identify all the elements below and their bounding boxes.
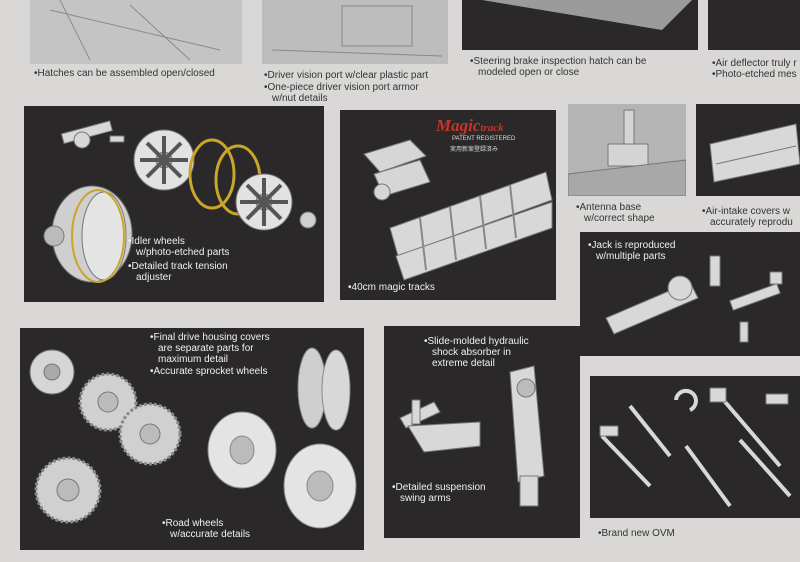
caption-shock-1: Slide-molded hydraulic — [424, 336, 529, 347]
logo-japanese: 実用新案登録済み — [450, 147, 499, 153]
caption-idler-1: Idler wheels — [128, 236, 185, 247]
panel-magic-tracks: Magictrack PATENT REGISTERED 実用新案登録済み 40… — [340, 110, 556, 300]
caption-sprocket: Accurate sprocket wheels — [150, 366, 268, 377]
track-links-illustration — [363, 139, 553, 281]
panel-final-drive: Final drive housing covers are separate … — [20, 328, 364, 550]
photo-steering-hatch — [462, 0, 698, 50]
caption-idler-3: Detailed track tension — [128, 261, 228, 272]
caption-jack-1: Jack is reproduced — [588, 240, 676, 251]
caption-jack-2: w/multiple parts — [596, 251, 666, 262]
jack-illustration — [605, 255, 783, 343]
suspension-illustration — [399, 365, 545, 507]
caption-antenna-1: Antenna base — [576, 202, 642, 213]
caption-driver-port-2: One-piece driver vision port armor — [264, 82, 419, 93]
panel-shock-absorber: Slide-molded hydraulic shock absorber in… — [384, 326, 580, 538]
panel-ovm — [590, 376, 800, 518]
caption-steering-1: Steering brake inspection hatch can be — [470, 56, 647, 67]
caption-final-drive-2: are separate parts for — [158, 343, 254, 354]
logo-magic: Magic — [436, 116, 481, 135]
photo-air-intake — [696, 104, 800, 196]
caption-ovm: Brand new OVM — [598, 528, 675, 539]
photo-antenna-base — [568, 104, 686, 196]
caption-magic-tracks: 40cm magic tracks — [348, 282, 435, 293]
caption-road-wheels-1: Road wheels — [162, 518, 224, 529]
caption-hatches: Hatches can be assembled open/closed — [34, 68, 215, 79]
caption-intake-1: Air-intake covers w — [702, 206, 790, 217]
photo-hatches — [30, 0, 242, 64]
logo-patent: PATENT REGISTERED — [452, 136, 516, 142]
caption-road-wheels-2: w/accurate details — [170, 529, 251, 540]
caption-air-deflector-1: Air deflector truly r — [712, 58, 797, 69]
magic-track-logo: Magictrack — [436, 116, 504, 136]
caption-shock-3: extreme detail — [432, 358, 495, 369]
caption-suspension-1: Detailed suspension — [392, 482, 486, 493]
caption-final-drive-1: Final drive housing covers — [150, 332, 270, 343]
caption-steering-2: modeled open or close — [478, 67, 580, 78]
photo-driver-port — [262, 0, 448, 64]
caption-idler-2: w/photo-etched parts — [136, 247, 230, 258]
photo-air-deflector — [708, 0, 800, 50]
wheels-illustration — [29, 347, 357, 529]
caption-air-deflector-2: Photo-etched mes — [712, 69, 797, 80]
caption-driver-port-1: Driver vision port w/clear plastic part — [264, 70, 429, 81]
caption-antenna-2: w/correct shape — [584, 213, 655, 224]
idler-parts-illustration — [43, 120, 317, 283]
caption-shock-2: shock absorber in — [432, 347, 511, 358]
panel-idler-wheels: Idler wheels w/photo-etched parts Detail… — [24, 106, 324, 302]
ovm-tools-illustration — [599, 387, 792, 508]
caption-suspension-2: swing arms — [400, 493, 451, 504]
caption-idler-4: adjuster — [136, 272, 172, 283]
caption-driver-port-3: w/nut details — [272, 93, 328, 104]
panel-jack: Jack is reproduced w/multiple parts — [580, 232, 800, 356]
caption-final-drive-3: maximum detail — [158, 354, 229, 365]
caption-intake-2: accurately reprodu — [710, 217, 793, 228]
logo-track: track — [480, 122, 504, 134]
